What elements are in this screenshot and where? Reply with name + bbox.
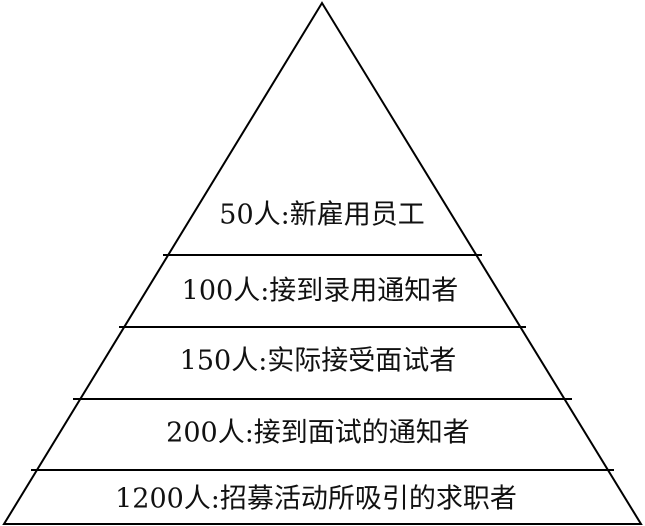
tier-label-new-hires: 50人:新雇用员工 [219,200,424,231]
tier-label-interviewees: 150人:实际接受面试者 [180,346,457,377]
tier-label-applicants: 1200人:招募活动所吸引的求职者 [115,484,517,515]
tier-label-interview-invitees: 200人:接到面试的通知者 [166,418,470,449]
tier-label-offer-recipients: 100人:接到录用通知者 [182,276,459,307]
